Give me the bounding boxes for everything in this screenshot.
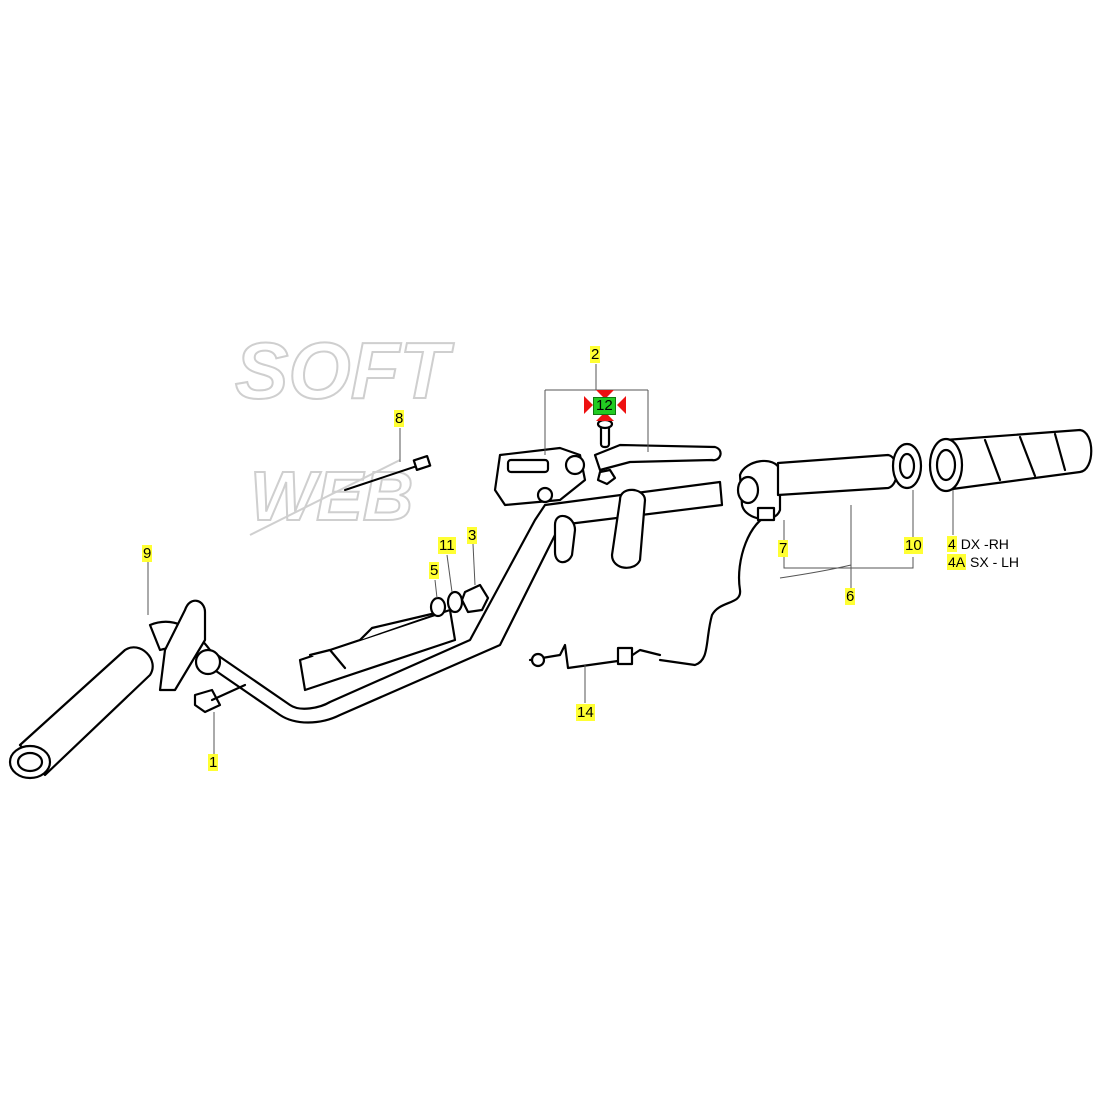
spring-washer	[446, 590, 464, 614]
cable-adjuster	[528, 643, 662, 670]
right-grip	[943, 428, 1093, 492]
callout-10[interactable]: 10	[904, 537, 923, 554]
clamp	[610, 488, 647, 569]
callout-1[interactable]: 1	[208, 754, 219, 771]
callout-12-selected[interactable]: 12	[593, 397, 616, 415]
throttle-grip	[776, 453, 899, 497]
throttle-cable	[658, 513, 772, 667]
callout-14[interactable]: 14	[576, 704, 595, 721]
left-grip	[18, 646, 154, 777]
callout-11[interactable]: 11	[438, 537, 456, 554]
brake-lever	[593, 443, 722, 472]
callout-2[interactable]: 2	[590, 346, 601, 363]
bolt	[193, 688, 222, 714]
throttle-housing	[738, 459, 782, 521]
legend-4[interactable]: 4 DX -RH	[947, 536, 1009, 552]
svg-text:SOFT: SOFT	[235, 326, 454, 415]
washer	[429, 596, 447, 618]
callout-5[interactable]: 5	[429, 562, 440, 579]
callout-6[interactable]: 6	[845, 588, 856, 605]
callout-8[interactable]: 8	[394, 410, 405, 427]
handlebar-brace	[298, 608, 457, 692]
watermark-logo: SOFT WEB	[234, 325, 455, 536]
nut	[460, 583, 490, 614]
callout-7[interactable]: 7	[778, 540, 789, 557]
legend-4a[interactable]: 4A SX - LH	[947, 554, 1020, 570]
bracket	[158, 599, 207, 692]
cable	[344, 464, 421, 491]
callout-9[interactable]: 9	[142, 545, 153, 562]
selection-marker	[584, 390, 626, 421]
callout-3[interactable]: 3	[467, 527, 478, 544]
clamp	[553, 514, 577, 564]
